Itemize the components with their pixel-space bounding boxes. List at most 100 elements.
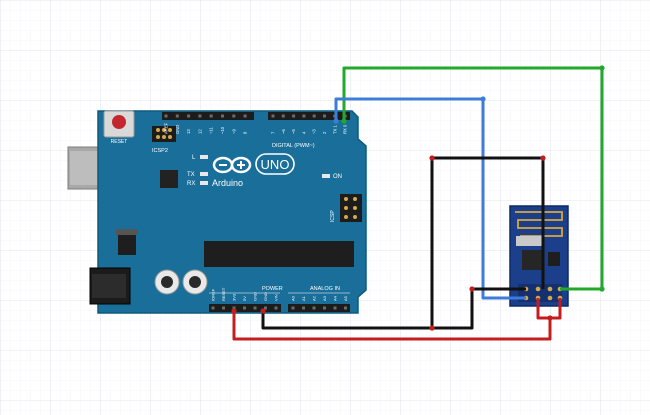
digital-pin[interactable] <box>221 114 224 118</box>
analog-pin-label: A0 <box>291 295 296 301</box>
digital-pin-label: ~11 <box>209 127 214 134</box>
wire-black-1[interactable] <box>261 156 545 330</box>
digital-pin[interactable] <box>323 114 326 118</box>
power-pin-label: VIN <box>274 294 279 301</box>
digital-pin-label: ~3 <box>312 129 317 134</box>
digital-pin[interactable] <box>232 114 236 118</box>
reset-button[interactable] <box>103 110 135 138</box>
flash-chip <box>548 252 560 266</box>
led-tx-label: TX <box>187 172 195 178</box>
analog-pin-label: A1 <box>301 295 306 301</box>
led-on-label: ON <box>333 174 342 180</box>
digital-pin[interactable] <box>302 114 306 118</box>
digital-pin[interactable] <box>271 114 275 118</box>
digital-pin[interactable] <box>243 114 247 118</box>
digital-pin-label: TX 1 <box>332 124 337 134</box>
status-leds <box>200 155 330 185</box>
wire-endpoint[interactable] <box>231 308 237 314</box>
digital-pin[interactable] <box>198 114 202 118</box>
analog-pin[interactable] <box>302 306 305 310</box>
wire-endpoint[interactable] <box>599 286 605 292</box>
power-pin[interactable] <box>232 306 236 310</box>
wire-endpoint[interactable] <box>429 325 435 331</box>
power-pin-label: IOREF <box>211 288 216 301</box>
digital-pin-label: 2 <box>322 131 327 134</box>
capacitors <box>154 269 208 295</box>
digital-pin-label: RX 0 <box>343 124 348 134</box>
wire-endpoint[interactable] <box>480 96 486 102</box>
power-pin[interactable] <box>264 306 267 310</box>
voltage-regulator <box>118 235 136 255</box>
digital-pin[interactable] <box>164 114 168 118</box>
power-pin[interactable] <box>243 306 246 310</box>
digital-pin-label: ~10 <box>220 126 225 134</box>
esp-chip <box>522 250 544 270</box>
wire-endpoint[interactable] <box>469 286 475 292</box>
analog-pin-label: A3 <box>322 295 327 301</box>
analog-label: ANALOG IN <box>310 286 340 292</box>
analog-pin[interactable] <box>291 306 295 310</box>
arduino-brand-text: Arduino <box>212 178 243 188</box>
wire-red[interactable] <box>232 298 552 341</box>
analog-pin[interactable] <box>323 306 326 310</box>
esp8266-module[interactable] <box>509 205 569 307</box>
digital-pin[interactable] <box>209 114 213 118</box>
digital-pin-label: 13 <box>186 129 191 134</box>
digital-pin[interactable] <box>187 114 191 118</box>
digital-header <box>162 112 350 120</box>
analog-pin-label: A4 <box>333 295 338 301</box>
digital-pin[interactable] <box>292 114 296 118</box>
power-pin-label: 3V3 <box>232 293 237 301</box>
wire-endpoint[interactable] <box>333 118 339 124</box>
led-l-label: L <box>192 155 196 161</box>
wire-black-2[interactable] <box>432 287 526 330</box>
icsp-label: ICSP <box>330 210 336 222</box>
icsp-header <box>340 194 362 222</box>
uno-logo-text: UNO <box>261 157 290 172</box>
reset-label: RESET <box>111 139 128 145</box>
arduino-logo <box>212 153 295 175</box>
wire-endpoint[interactable] <box>341 118 347 124</box>
wire-endpoint[interactable] <box>260 308 266 314</box>
wire-endpoints <box>231 65 605 331</box>
power-pin[interactable] <box>253 306 257 310</box>
power-label: POWER <box>262 286 283 292</box>
digital-pin[interactable] <box>281 114 285 118</box>
atmega328-chip <box>204 241 354 267</box>
digital-pin-label: ~5 <box>291 129 296 134</box>
esp-antenna <box>515 211 563 237</box>
analog-pin[interactable] <box>333 306 337 310</box>
wire-endpoint[interactable] <box>599 65 605 71</box>
power-pin-label: GND <box>263 292 268 301</box>
digital-pin-label: ~9 <box>231 129 236 134</box>
wire-endpoint[interactable] <box>547 315 553 321</box>
digital-pin[interactable] <box>312 114 316 118</box>
analog-pin-label: A5 <box>343 295 348 301</box>
wire-endpoint[interactable] <box>540 155 546 161</box>
led-rx-label: RX <box>187 181 195 187</box>
digital-pin-label: 4 <box>301 131 306 134</box>
icsp2-label: ICSP2 <box>152 148 168 154</box>
icsp2-header <box>152 126 176 142</box>
digital-pin-label: GND <box>175 125 180 134</box>
power-pin[interactable] <box>222 306 225 310</box>
digital-pin-label: 7 <box>271 131 276 134</box>
wire-red-2[interactable] <box>550 298 562 320</box>
digital-pin-label: 12 <box>197 129 202 134</box>
wire-endpoint[interactable] <box>429 155 435 161</box>
digital-pin-label: 8 <box>243 131 248 134</box>
digital-pin-label: ~6 <box>281 129 286 134</box>
power-pin[interactable] <box>211 306 215 310</box>
analog-header <box>288 304 350 312</box>
power-pin-label: 5V <box>242 296 247 301</box>
digital-label: DIGITAL (PWM~) <box>272 143 315 149</box>
usb-chip <box>160 170 178 188</box>
digital-pin[interactable] <box>175 114 179 118</box>
analog-pin[interactable] <box>312 306 316 310</box>
power-pin[interactable] <box>274 306 278 310</box>
analog-pin[interactable] <box>344 306 347 310</box>
